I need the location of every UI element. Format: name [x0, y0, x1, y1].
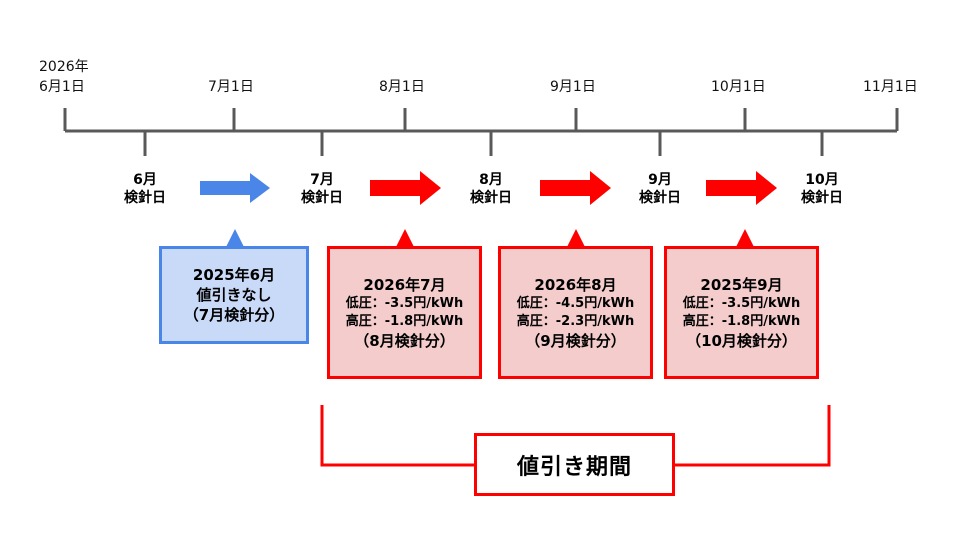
start-year-label: 2026年 — [39, 59, 89, 75]
month-label-1: 6月1日 — [39, 79, 85, 95]
box-title: 2025年9月 — [700, 275, 783, 294]
pointer-red-2 — [567, 229, 585, 247]
low-voltage-rate: 低圧：-3.5円/kWh — [345, 295, 464, 311]
pointer-red-3 — [736, 229, 754, 247]
box-reading-note: （8月検針分） — [354, 331, 455, 350]
box-september-discount: 2025年9月 低圧：-3.5円/kWh 高圧：-1.8円/kWh （10月検針… — [664, 246, 819, 379]
low-voltage-rate: 低圧：-3.5円/kWh — [682, 295, 801, 311]
month-label-2: 7月1日 — [208, 79, 254, 95]
meter-reading-label: 7月検針日 — [301, 172, 343, 206]
box-august-discount: 2026年8月 低圧：-4.5円/kWh 高圧：-2.3円/kWh （9月検針分… — [498, 246, 653, 379]
pointer-blue — [226, 229, 244, 247]
arrow-red-2 — [540, 171, 611, 205]
pointer-red-1 — [396, 229, 414, 247]
meter-reading-label: 8月検針日 — [470, 172, 512, 206]
box-reading-note: （9月検針分） — [525, 331, 626, 350]
arrow-blue — [200, 173, 270, 203]
arrow-red-1 — [370, 171, 441, 205]
box-title: 2025年6月 — [192, 266, 276, 284]
month-label-4: 9月1日 — [550, 79, 596, 95]
month-label-3: 8月1日 — [379, 79, 425, 95]
box-july-discount: 2026年7月 低圧：-3.5円/kWh 高圧：-1.8円/kWh （8月検針分… — [327, 246, 482, 379]
box-title: 2026年8月 — [534, 275, 617, 294]
meter-reading-label: 10月検針日 — [801, 172, 843, 206]
box-note: 値引きなし — [196, 286, 272, 304]
month-label-6: 11月1日 — [863, 79, 918, 95]
month-label-5: 10月1日 — [711, 79, 766, 95]
high-voltage-rate: 高圧：-1.8円/kWh — [682, 313, 801, 329]
low-voltage-rate: 低圧：-4.5円/kWh — [516, 295, 635, 311]
discount-period-label: 値引き期間 — [474, 433, 675, 496]
box-reading-note: （7月検針分） — [183, 306, 285, 324]
high-voltage-rate: 高圧：-1.8円/kWh — [345, 313, 464, 329]
meter-reading-label: 6月検針日 — [124, 172, 166, 206]
box-june-no-discount: 2025年6月 値引きなし （7月検針分） — [159, 246, 309, 344]
box-title: 2026年7月 — [363, 275, 446, 294]
arrow-red-3 — [706, 171, 777, 205]
meter-reading-label: 9月検針日 — [639, 172, 681, 206]
high-voltage-rate: 高圧：-2.3円/kWh — [516, 313, 635, 329]
box-reading-note: （10月検針分） — [686, 331, 797, 350]
